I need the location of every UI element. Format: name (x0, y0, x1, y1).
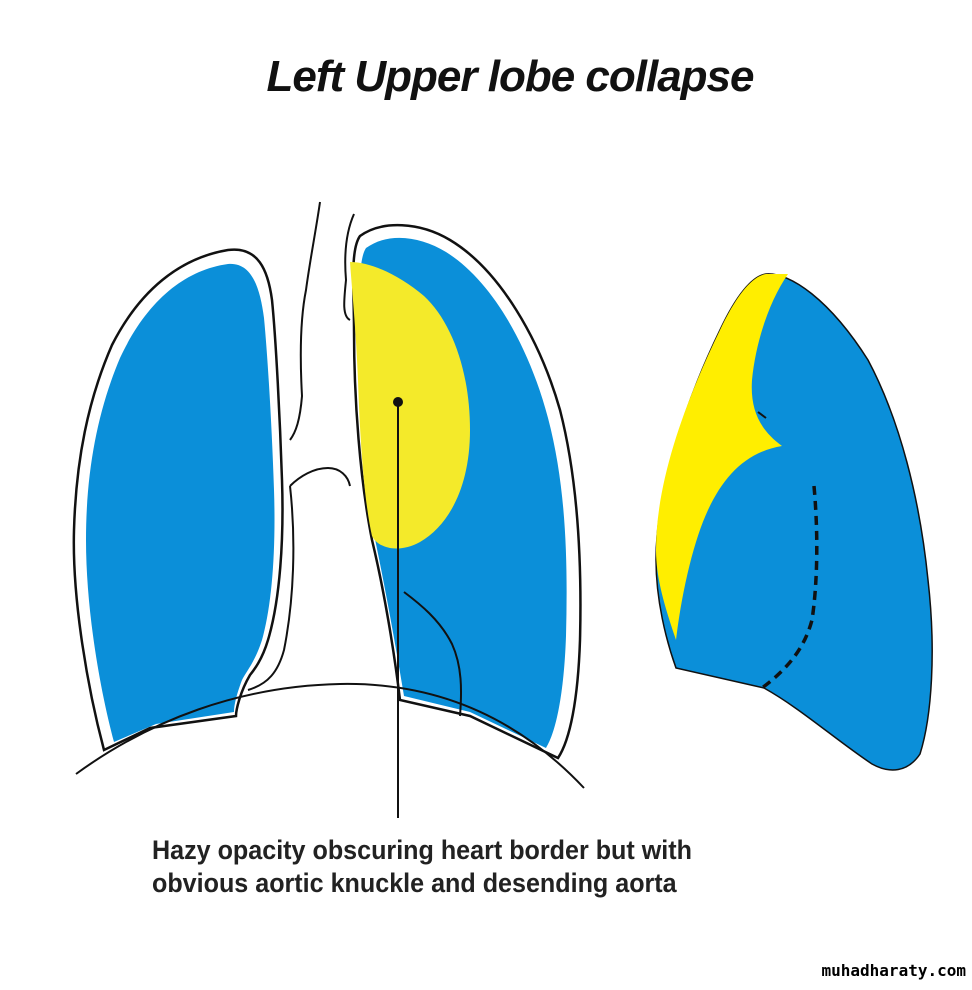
lateral-collapsed-lobe (656, 274, 788, 640)
right-lung-fill (86, 263, 275, 742)
diagram-title: Left Upper lobe collapse (266, 52, 755, 101)
trachea-left-wall (289, 201, 321, 441)
mediastinum (247, 201, 403, 818)
right-lung-frontal (72, 248, 284, 752)
descending-aorta-line (403, 591, 463, 717)
mediastinal-border (247, 485, 295, 691)
collapsed-upper-lobe (350, 262, 470, 549)
caption-line-1: Hazy opacity obscuring heart border but … (152, 835, 692, 865)
caption: Hazy opacity obscuring heart border but … (152, 834, 692, 900)
aortic-knuckle (289, 466, 351, 487)
diaphragm-line (75, 682, 585, 789)
lateral-view-lung (655, 273, 933, 771)
left-lung-frontal (350, 223, 582, 760)
lateral-hilum-mark (757, 411, 767, 419)
watermark: muhadharaty.com (821, 961, 967, 980)
trachea-right-wall (343, 213, 355, 321)
lateral-fissure-dashed (760, 485, 819, 690)
caption-line-2: obvious aortic knuckle and desending aor… (152, 868, 677, 898)
